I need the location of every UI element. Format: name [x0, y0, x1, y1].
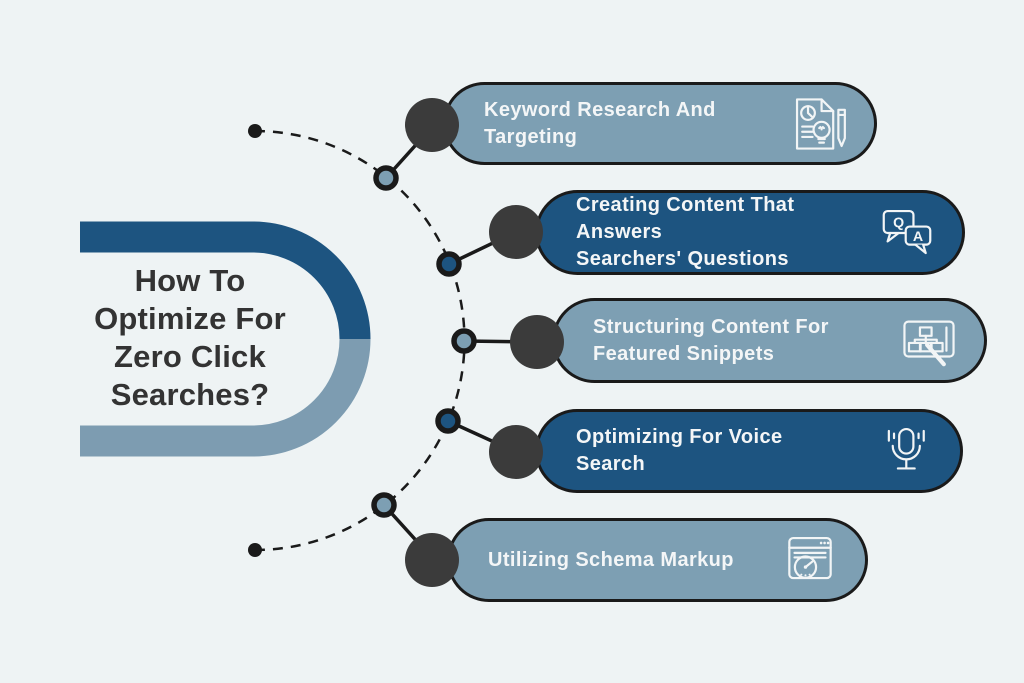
document-research-icon	[788, 93, 850, 155]
list-item-label: Optimizing For Voice Search	[576, 426, 783, 475]
list-item-schema-markup: Utilizing Schema Markup	[447, 518, 868, 602]
microphone-icon	[874, 420, 936, 482]
a-letter: A	[913, 228, 923, 244]
list-item-label: Structuring Content For Featured Snippet…	[593, 315, 829, 365]
q-letter: Q	[893, 215, 904, 231]
arc-start-dot	[248, 124, 262, 138]
featured-snippet-icon	[898, 310, 960, 372]
schema-markup-icon	[779, 529, 841, 591]
list-item-voice-search: Optimizing For Voice Search	[535, 409, 963, 493]
page-title: How To Optimize For Zero Click Searches?	[94, 263, 286, 412]
list-item-content-answers: Creating Content That Answers Searchers'…	[535, 190, 965, 275]
list-item-label: Keyword Research And Targeting	[484, 98, 716, 148]
arc-end-dot	[248, 543, 262, 557]
arc-nodes	[371, 165, 477, 518]
connector-lines	[382, 125, 538, 560]
list-item-featured-snippets: Structuring Content For Featured Snippet…	[552, 298, 987, 383]
qa-bubbles-icon: Q A	[876, 202, 938, 264]
list-item-label: Utilizing Schema Markup	[488, 548, 734, 571]
list-item-label: Creating Content That Answers Searchers'…	[576, 194, 795, 270]
list-item-keyword-research: Keyword Research And Targeting	[443, 82, 877, 165]
